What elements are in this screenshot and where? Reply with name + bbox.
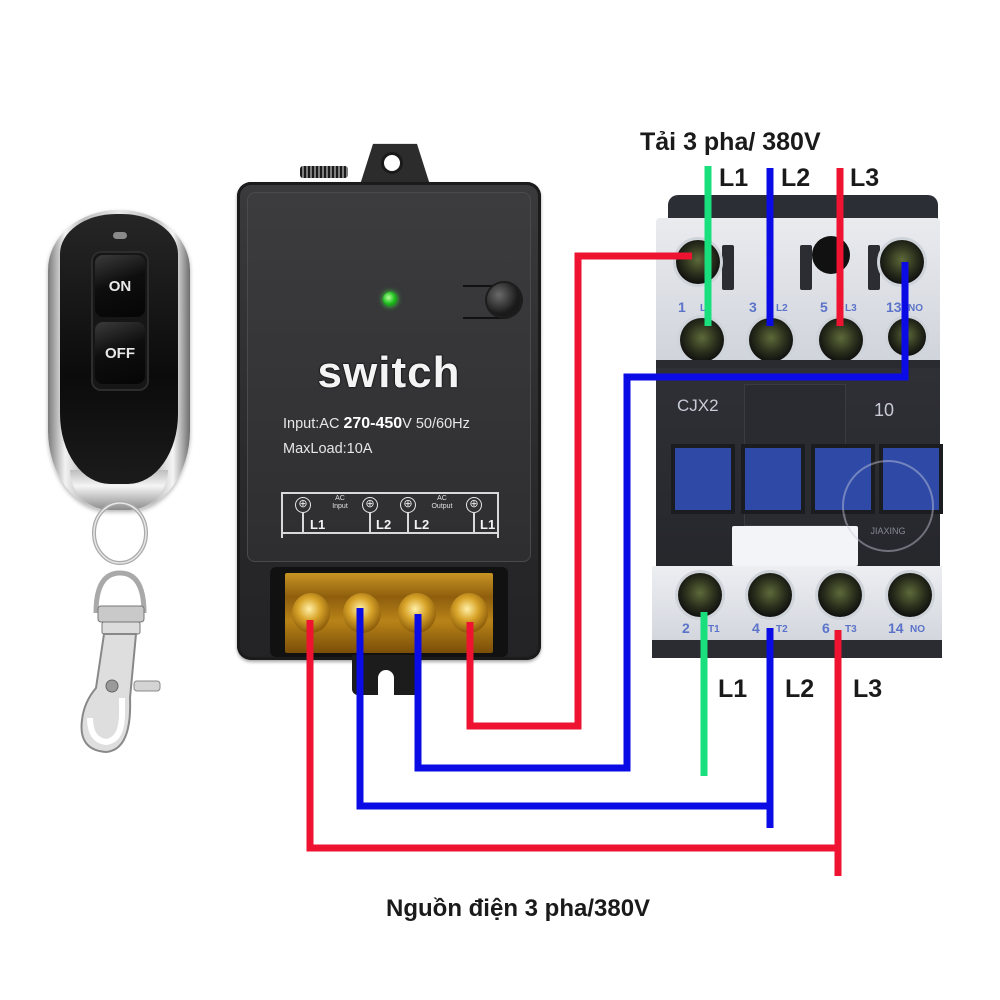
contact-window (675, 448, 731, 510)
terminal-stem (302, 512, 304, 534)
mounting-hole (381, 152, 403, 174)
terminal-mark-icon: ⊕ (362, 497, 378, 513)
learn-button[interactable] (487, 283, 521, 317)
terminal-stem (369, 512, 371, 534)
remote-indicator-led (113, 232, 127, 239)
terminal-sub: L2 (776, 303, 788, 314)
source-title: Nguồn điện 3 pha/380V (386, 895, 651, 922)
input-spec: Input:AC 270-450V 50/60Hz (283, 415, 470, 433)
terminal-sub: L3 (845, 303, 857, 314)
input-spec-prefix: Input:AC (283, 416, 344, 432)
terminal-name: L1 (310, 517, 326, 532)
terminal-stem (407, 512, 409, 534)
terminal-number: 2 (682, 620, 690, 636)
terminal-group-line1: AC (335, 495, 345, 502)
input-spec-range: 270-450 (343, 415, 403, 432)
module-brand: switch (317, 348, 461, 397)
load-phase-l1: L1 (719, 164, 749, 192)
contactor-coil-hole (812, 236, 850, 274)
watermark-stamp: JIAXING (842, 460, 934, 552)
source-phase-l2: L2 (785, 675, 815, 703)
terminal-mark-icon: ⊕ (400, 497, 416, 513)
remote-off-button[interactable]: OFF (95, 322, 145, 384)
terminal-screw-3[interactable] (398, 593, 436, 633)
load-phase-l3: L3 (850, 164, 880, 192)
aux-terminal-13[interactable] (888, 318, 926, 356)
terminal-name: L1 (480, 517, 496, 532)
contactor-slot (800, 245, 812, 290)
terminal-number: 4 (752, 620, 760, 636)
terminal-sub: NO (908, 303, 923, 314)
coil-terminal-a2[interactable] (880, 240, 924, 284)
terminal-sub: T3 (845, 624, 857, 635)
contactor-rating: 10 (874, 400, 895, 420)
terminal-screw-1[interactable] (292, 593, 330, 633)
main-terminal-6[interactable] (818, 573, 862, 617)
contact-window (745, 448, 801, 510)
main-terminal-3[interactable] (749, 318, 793, 362)
terminal-mark-icon: ⊕ (466, 497, 482, 513)
antenna-coil (300, 166, 348, 178)
terminal-number: 14 (888, 620, 904, 636)
terminal-number: 5 (820, 299, 828, 315)
terminal-sub: L1 (700, 303, 712, 314)
contactor-base (652, 640, 942, 658)
terminal-name: L2 (414, 517, 430, 532)
source-phase-l1: L1 (718, 675, 748, 703)
main-terminal-5[interactable] (819, 318, 863, 362)
terminal-name: L2 (376, 517, 392, 532)
contactor-model: CJX2 (677, 396, 719, 415)
terminal-number: 6 (822, 620, 830, 636)
mounting-foot-notch (378, 670, 394, 696)
terminal-group-line2: Input (332, 503, 348, 510)
main-terminal-4[interactable] (748, 573, 792, 617)
contactor-slot (868, 245, 880, 290)
terminal-group-line1: AC (437, 495, 447, 502)
load-phase-l2: L2 (781, 164, 811, 192)
remote-on-button[interactable]: ON (95, 255, 145, 317)
main-terminal-1[interactable] (680, 318, 724, 362)
status-led-icon (383, 292, 397, 306)
terminal-number: 1 (678, 299, 686, 315)
contactor-slot (722, 245, 734, 290)
contactor-blank-label (732, 526, 858, 566)
terminal-stem (473, 512, 475, 534)
input-spec-suffix: V 50/60Hz (402, 416, 470, 432)
load-title: Tải 3 pha/ 380V (640, 128, 821, 156)
coil-terminal-a1[interactable] (676, 240, 720, 284)
max-load-spec: MaxLoad:10A (283, 441, 373, 457)
source-phase-l3: L3 (853, 675, 883, 703)
terminal-group-line2: Output (431, 503, 453, 510)
aux-terminal-14[interactable] (888, 573, 932, 617)
terminal-sub: NO (910, 624, 925, 635)
terminal-screw-4[interactable] (450, 593, 488, 633)
terminal-label-baseline (281, 532, 499, 534)
terminal-mark-icon: ⊕ (295, 497, 311, 513)
terminal-number: 3 (749, 299, 757, 315)
keychain-icon (80, 501, 161, 754)
terminal-sub: T1 (708, 624, 720, 635)
terminal-sub: T2 (776, 624, 788, 635)
terminal-number: 13 (886, 299, 902, 315)
main-terminal-2[interactable] (678, 573, 722, 617)
terminal-screw-2[interactable] (343, 593, 381, 633)
